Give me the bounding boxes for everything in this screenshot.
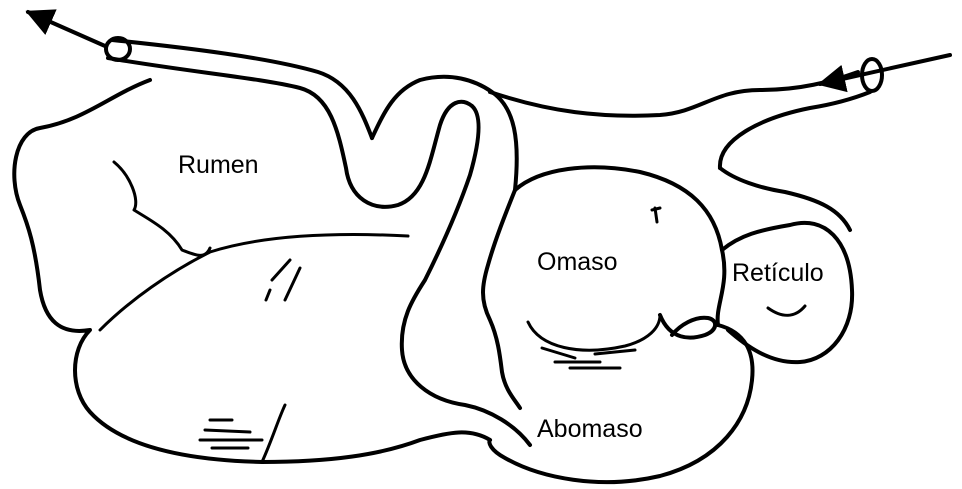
abomaso-chamber: [489, 315, 752, 482]
omaso-chamber: [483, 167, 724, 408]
reticulo-chamber: [490, 55, 950, 362]
label-reticulo: Retículo: [732, 259, 824, 287]
inflow-arrow: [820, 55, 950, 84]
label-rumen: Rumen: [178, 151, 259, 179]
outflow-arrow: [28, 12, 105, 46]
label-omaso: Omaso: [537, 248, 618, 276]
rumen-chamber: [14, 80, 490, 462]
label-abomaso: Abomaso: [537, 415, 643, 443]
